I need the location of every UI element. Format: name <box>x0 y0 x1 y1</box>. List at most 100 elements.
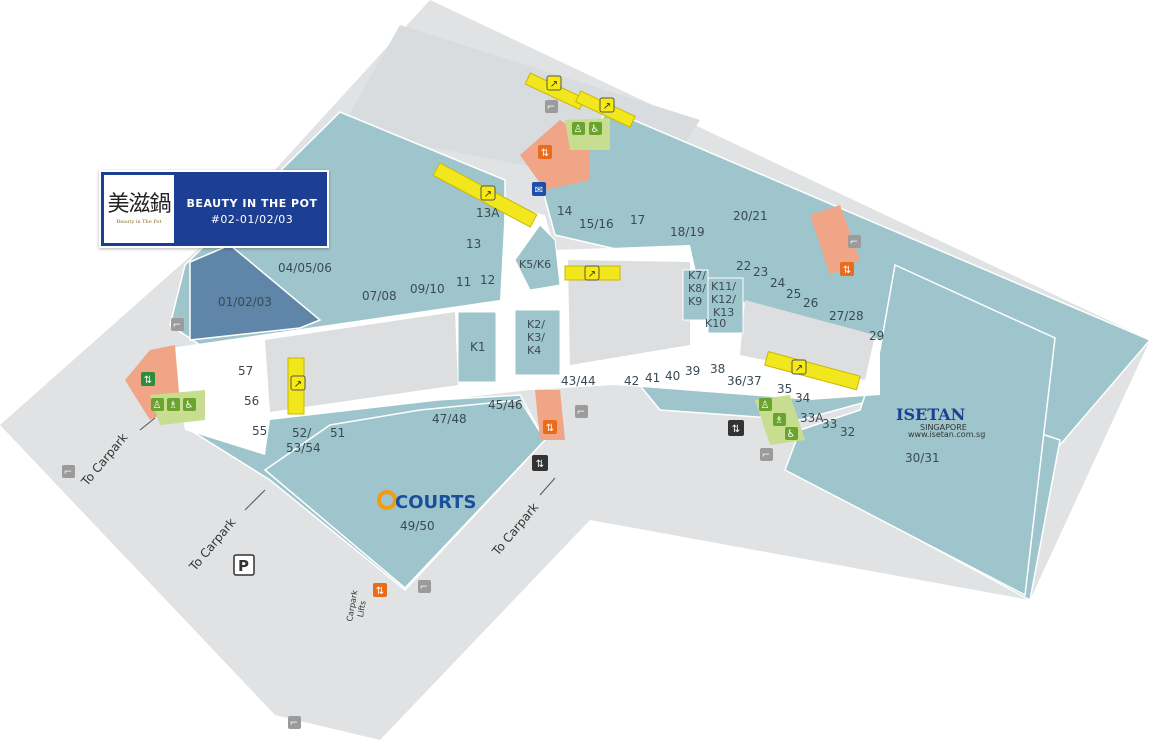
isetan-logo[interactable]: ISETAN SINGAPORE www.isetan.com.sg <box>896 405 985 439</box>
stairs-icon <box>545 100 558 113</box>
svg-text:⌐: ⌐ <box>850 237 858 248</box>
unit-11-label: 11 <box>456 275 471 289</box>
wheelchair-icon <box>183 398 196 411</box>
kiosk-k9-label: K9 <box>688 295 702 308</box>
courts-block <box>263 399 546 590</box>
svg-text:↗: ↗ <box>294 379 302 390</box>
svg-text:⌐: ⌐ <box>547 102 555 113</box>
unit-49-50-label: 49/50 <box>400 519 435 533</box>
stairs-icon <box>62 465 75 478</box>
svg-text:↗: ↗ <box>603 101 611 112</box>
escalator-icon <box>599 97 615 113</box>
unit-35-label: 35 <box>777 382 792 396</box>
unit-23-label: 23 <box>753 265 768 279</box>
unit-26-label: 26 <box>803 296 818 310</box>
svg-text:⇅: ⇅ <box>541 148 549 159</box>
svg-text:♿: ♿ <box>591 124 600 135</box>
carpark-lifts-label-line2: Lifts <box>356 600 368 618</box>
svg-text:♙: ♙ <box>153 400 162 411</box>
beauty-in-the-pot-logo: 美滋鍋 Beauty in The Pot <box>104 175 174 243</box>
unit-56-label: 56 <box>244 394 259 408</box>
toilet-area-top <box>565 118 610 150</box>
isetan-logo-subtext: SINGAPORE <box>920 423 967 432</box>
svg-text:↗: ↗ <box>484 189 492 200</box>
escalator-icon <box>480 185 496 201</box>
escalator-icon <box>546 75 562 91</box>
svg-text:♿: ♿ <box>185 400 194 411</box>
unit-14-label: 14 <box>557 204 572 218</box>
unit-17-label: 17 <box>630 213 645 227</box>
unit-13a-label: 13A <box>476 206 500 220</box>
unit-24-label: 24 <box>770 276 785 290</box>
svg-text:⇅: ⇅ <box>546 423 554 434</box>
kiosk-k7-k8-k9[interactable] <box>682 269 709 321</box>
kiosk-k4-label: K4 <box>527 344 541 357</box>
kiosk-k10-label: K10 <box>705 317 726 330</box>
unit-22-label: 22 <box>736 259 751 273</box>
escalator-icon <box>290 375 306 391</box>
parking-sign <box>233 554 255 576</box>
atrium-void-center <box>568 260 690 365</box>
popup-store-name: BEAUTY IN THE POT <box>186 197 318 210</box>
unit-32-label: 32 <box>840 425 855 439</box>
kiosk-k1[interactable] <box>457 311 497 383</box>
kiosk-k12-label: K12/ <box>711 293 736 306</box>
carpark-lift-icon <box>728 420 744 436</box>
unit-33a-label: 33A <box>800 411 824 425</box>
stairs-icon <box>848 235 861 248</box>
kiosk-k2-label: K2/ <box>527 318 545 331</box>
logo-subtext: Beauty in The Pot <box>116 219 162 225</box>
svg-text:♿: ♿ <box>787 429 796 440</box>
svg-text:↗: ↗ <box>550 79 558 90</box>
unit-43-44-label: 43/44 <box>561 374 596 388</box>
svg-text:⌐: ⌐ <box>420 582 428 593</box>
unit-47-48-label: 47/48 <box>432 412 467 426</box>
nursing-room-icon <box>532 182 546 196</box>
escalator-icon <box>791 359 807 375</box>
kiosk-k13-label: K13 <box>713 306 734 319</box>
unit-36-37-label: 36/37 <box>727 374 762 388</box>
kiosk-k7-label: K7/ <box>688 269 706 282</box>
svg-text:⌐: ⌐ <box>173 320 181 331</box>
unit-55-label: 55 <box>252 424 267 438</box>
kiosk-k2-k3-k4[interactable] <box>514 309 561 376</box>
stairs-icon <box>418 580 431 593</box>
courts-logo[interactable]: COURTS <box>377 490 476 513</box>
svg-text:⌐: ⌐ <box>290 718 298 729</box>
wheelchair-icon <box>785 427 798 440</box>
isetan-logo-text: ISETAN <box>896 405 965 424</box>
kiosk-k10-k13[interactable] <box>707 277 744 334</box>
svg-text:⇅: ⇅ <box>536 459 544 470</box>
svg-text:⌐: ⌐ <box>577 407 585 418</box>
toilet-icon <box>759 398 772 411</box>
stairs-icon <box>575 405 588 418</box>
carpark-lift-icon <box>532 455 548 471</box>
unit-39-label: 39 <box>685 364 700 378</box>
unit-57-label: 57 <box>238 364 253 378</box>
svg-text:⇅: ⇅ <box>843 265 851 276</box>
atrium-void-west <box>265 312 458 412</box>
kiosk-k8-label: K8/ <box>688 282 706 295</box>
carpark-lift-icon <box>373 583 387 597</box>
unit-20-21-label: 20/21 <box>733 209 768 223</box>
service-area-east <box>810 205 860 275</box>
store-info-popup[interactable]: 美滋鍋 Beauty in The Pot BEAUTY IN THE POT … <box>99 170 329 248</box>
kiosk-k11-label: K11/ <box>711 280 736 293</box>
unit-38-label: 38 <box>710 362 725 376</box>
unit-29-label: 29 <box>869 329 884 343</box>
parking-sign-text: P <box>238 557 249 575</box>
isetan-logo-url: www.isetan.com.sg <box>908 430 985 439</box>
unit-30-31-label: 30/31 <box>905 451 940 465</box>
svg-text:↗: ↗ <box>588 269 596 280</box>
kiosk-k5-k6[interactable] <box>514 224 561 291</box>
unit-18-19-label: 18/19 <box>670 225 705 239</box>
unit-01-02-03-label: 01/02/03 <box>218 295 272 309</box>
stairs-icon <box>760 448 773 461</box>
svg-text:♙: ♙ <box>761 400 770 411</box>
svg-text:♙: ♙ <box>574 124 583 135</box>
svg-text:♗: ♗ <box>775 415 784 426</box>
unit-33-label: 33 <box>822 417 837 431</box>
unit-13-label: 13 <box>466 237 481 251</box>
unit-09-10-label: 09/10 <box>410 282 445 296</box>
lift-icon <box>538 145 552 159</box>
